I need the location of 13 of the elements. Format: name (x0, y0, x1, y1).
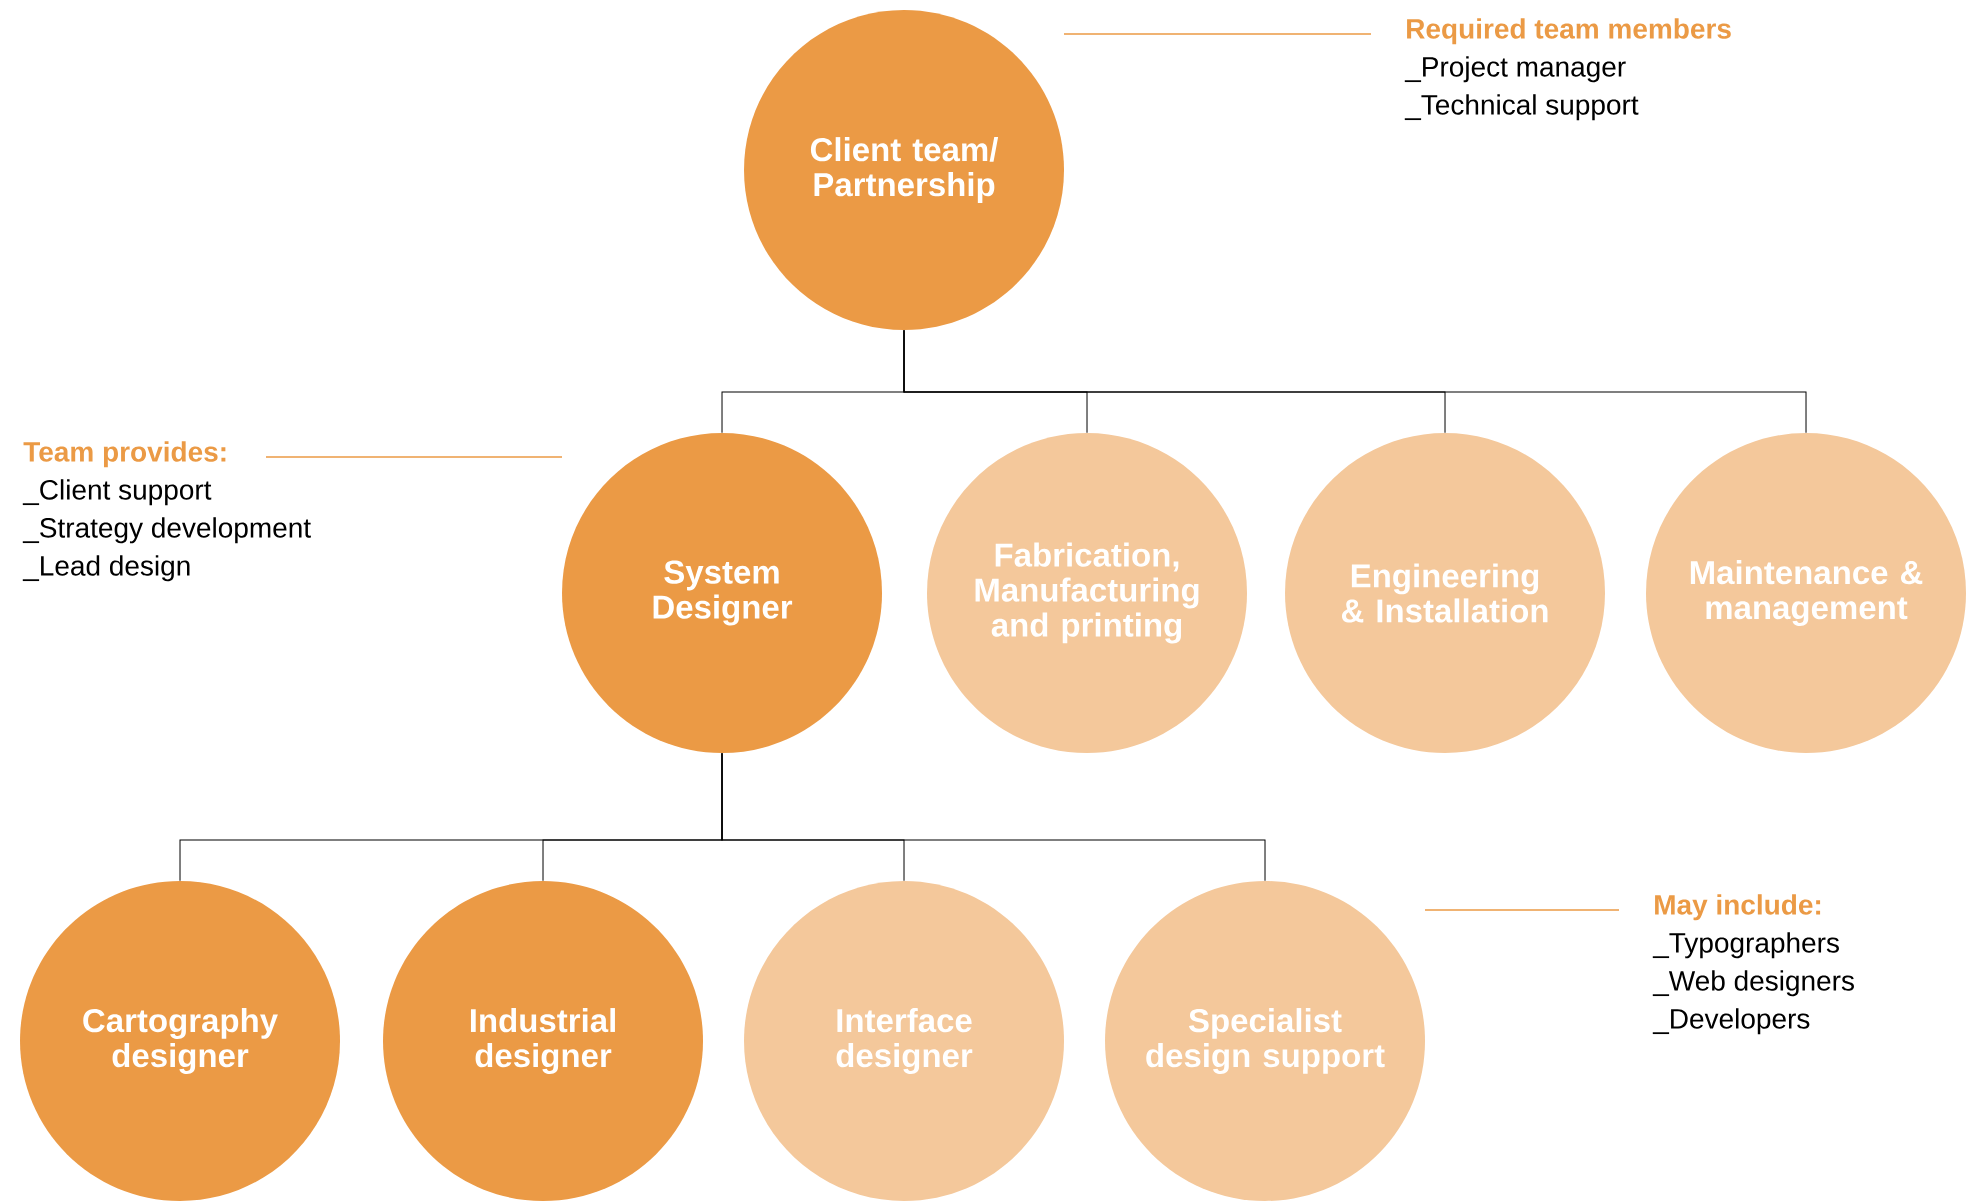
connector-line (721, 752, 1266, 882)
note-item: _Web designers (1652, 970, 1854, 997)
note-item: _Lead design (22, 555, 190, 582)
note-heading: Team provides: (23, 441, 226, 468)
note-item: _Project manager (1404, 56, 1626, 83)
connector-line (903, 329, 1807, 434)
note-heading: Required team members (1407, 18, 1731, 45)
note-heading: May include: (1655, 894, 1821, 921)
note-item: _Technical support (1404, 94, 1639, 121)
note-item: _Strategy development (22, 517, 311, 544)
note-item: _Developers (1652, 1008, 1810, 1035)
note-item: _Typographers (1652, 932, 1839, 959)
note-item: _Client support (22, 479, 212, 506)
